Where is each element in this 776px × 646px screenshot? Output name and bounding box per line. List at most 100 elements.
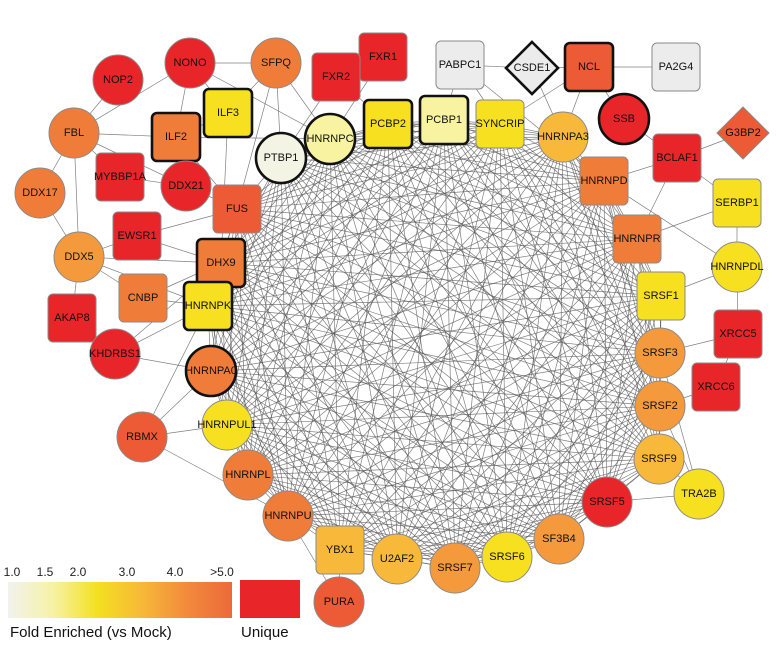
node-srsf1[interactable]: SRSF1 [636, 271, 686, 321]
edge-hnrnpr-dhx9 [220, 238, 638, 264]
node-label: DDX5 [64, 251, 93, 263]
node-syncrip[interactable]: SYNCRIP [475, 99, 525, 149]
node-dhx9[interactable]: DHX9 [195, 237, 247, 289]
node-rbmx[interactable]: RBMX [116, 411, 168, 463]
node-nop2[interactable]: NOP2 [92, 54, 144, 106]
node-ddx21[interactable]: DDX21 [160, 160, 212, 212]
edge-hnrnpc-hnrnpr [329, 138, 638, 240]
node-shape-square [95, 152, 145, 202]
node-shape-circle [633, 433, 685, 485]
node-fxr1[interactable]: FXR1 [358, 32, 408, 82]
legend-tick-label: 1.0 [4, 565, 21, 579]
edge-hnrnpa3-hnrnpa0 [210, 136, 564, 372]
node-srsf5[interactable]: SRSF5 [581, 476, 633, 528]
edge-hnrnpr-sf3b4 [558, 238, 638, 540]
node-srsf2[interactable]: SRSF2 [634, 380, 686, 432]
node-pcbp2[interactable]: PCBP2 [362, 98, 414, 150]
node-ddx5[interactable]: DDX5 [53, 231, 105, 283]
edge-hnrnpc-sf3b4 [329, 138, 560, 540]
node-label: SRSF9 [641, 453, 676, 465]
edge-pcbp2-srsf7 [387, 123, 456, 569]
node-mybbp1a[interactable]: MYBBP1A [94, 152, 147, 202]
node-ptbp1[interactable]: PTBP1 [254, 131, 308, 185]
node-ssb[interactable]: SSB [597, 92, 651, 146]
node-ilf2[interactable]: ILF2 [150, 111, 202, 163]
node-ilf3[interactable]: ILF3 [202, 87, 254, 139]
node-xrcc5[interactable]: XRCC5 [713, 309, 763, 359]
node-label: PA2G4 [659, 61, 694, 73]
node-srsf7[interactable]: SRSF7 [429, 542, 481, 594]
node-akap8[interactable]: AKAP8 [47, 293, 97, 343]
edge-hnrnpd-fus [236, 180, 605, 210]
node-pabpc1[interactable]: PABPC1 [435, 40, 485, 90]
edge-sf3b4-dhx9 [220, 262, 560, 540]
node-hnrnpd[interactable]: HNRNPD [579, 156, 629, 206]
node-hnrnpl[interactable]: HNRNPL [222, 449, 274, 501]
node-hnrnpa0[interactable]: HNRNPA0 [184, 344, 238, 398]
node-tra2b[interactable]: TRA2B [673, 468, 725, 520]
node-shape-circle [160, 160, 212, 212]
edge-srsf1-hnrnpul1 [226, 295, 662, 426]
edge-rbmx-hnrnpu [141, 436, 289, 517]
node-sf3b4[interactable]: SF3B4 [533, 513, 585, 565]
edge-pcbp2-srsf3 [387, 123, 661, 354]
node-label: PCBP1 [426, 114, 462, 126]
node-label: TRA2B [681, 488, 716, 500]
node-sfpq[interactable]: SFPQ [250, 37, 302, 89]
edge-srsf9-hnrnpk [207, 305, 660, 460]
node-pa2g4[interactable]: PA2G4 [651, 42, 701, 92]
node-shape-circle [481, 531, 533, 583]
node-label: DHX9 [206, 257, 235, 269]
node-hnrnpk[interactable]: HNRNPK [182, 280, 234, 332]
node-label: AKAP8 [54, 312, 89, 324]
node-ddx17[interactable]: DDX17 [14, 167, 66, 219]
edge-syncrip-u2af2 [396, 123, 501, 560]
node-fbl[interactable]: FBL [48, 107, 100, 159]
node-srsf9[interactable]: SRSF9 [633, 433, 685, 485]
node-khdrbs1[interactable]: KHDRBS1 [89, 328, 141, 380]
edge-syncrip-srsf3 [499, 123, 661, 354]
node-hnrnpdl[interactable]: HNRNPDL [710, 241, 764, 293]
node-hnrnpu[interactable]: HNRNPU [262, 490, 314, 542]
node-shape-square [315, 525, 365, 575]
node-u2af2[interactable]: U2AF2 [371, 533, 423, 585]
node-label: ILF3 [217, 107, 239, 119]
edge-srsf9-hnrnpu [287, 458, 660, 517]
node-label: HNRNPDL [710, 261, 763, 273]
edge-sf3b4-hnrnpk [207, 305, 560, 540]
node-csde1[interactable]: CSDE1 [504, 40, 560, 96]
node-ncl[interactable]: NCL [563, 41, 615, 93]
node-nono[interactable]: NONO [164, 37, 216, 89]
node-pcbp1[interactable]: PCBP1 [418, 94, 470, 146]
node-ybx1[interactable]: YBX1 [315, 525, 365, 575]
node-label: XRCC6 [697, 381, 734, 393]
node-pura[interactable]: PURA [313, 576, 365, 628]
node-shape-circle [222, 449, 274, 501]
node-srsf6[interactable]: SRSF6 [481, 531, 533, 583]
edge-nono-hnrnpc [189, 62, 331, 140]
node-hnrnpul1[interactable]: HNRNPUL1 [197, 399, 257, 451]
edge-hnrnpr-ptbp1 [280, 157, 638, 240]
node-hnrnpr[interactable]: HNRNPR [612, 214, 662, 264]
node-hnrnpa3[interactable]: HNRNPA3 [537, 111, 589, 163]
node-hnrnpc[interactable]: HNRNPC [303, 112, 357, 166]
edge-hnrnpu-hnrnpa0 [210, 370, 289, 517]
node-label: SRSF3 [642, 347, 677, 359]
node-fxr2[interactable]: FXR2 [311, 52, 361, 102]
node-label: CNBP [128, 292, 159, 304]
node-bclaf1[interactable]: BCLAF1 [652, 133, 702, 183]
edge-srsf2-hnrnpk [207, 305, 661, 407]
node-shape-square [636, 271, 686, 321]
node-shape-circle [303, 112, 357, 166]
edge-hnrnpd-u2af2 [396, 180, 605, 560]
node-srsf3[interactable]: SRSF3 [634, 327, 686, 379]
node-label: SERBP1 [715, 197, 758, 209]
node-g3bp2[interactable]: G3BP2 [716, 106, 770, 160]
node-serbp1[interactable]: SERBP1 [712, 178, 762, 228]
node-ewsr1[interactable]: EWSR1 [112, 211, 162, 261]
node-xrcc6[interactable]: XRCC6 [691, 362, 741, 412]
node-fus[interactable]: FUS [212, 184, 262, 234]
node-cnbp[interactable]: CNBP [118, 273, 168, 323]
node-label: SRSF7 [437, 562, 472, 574]
